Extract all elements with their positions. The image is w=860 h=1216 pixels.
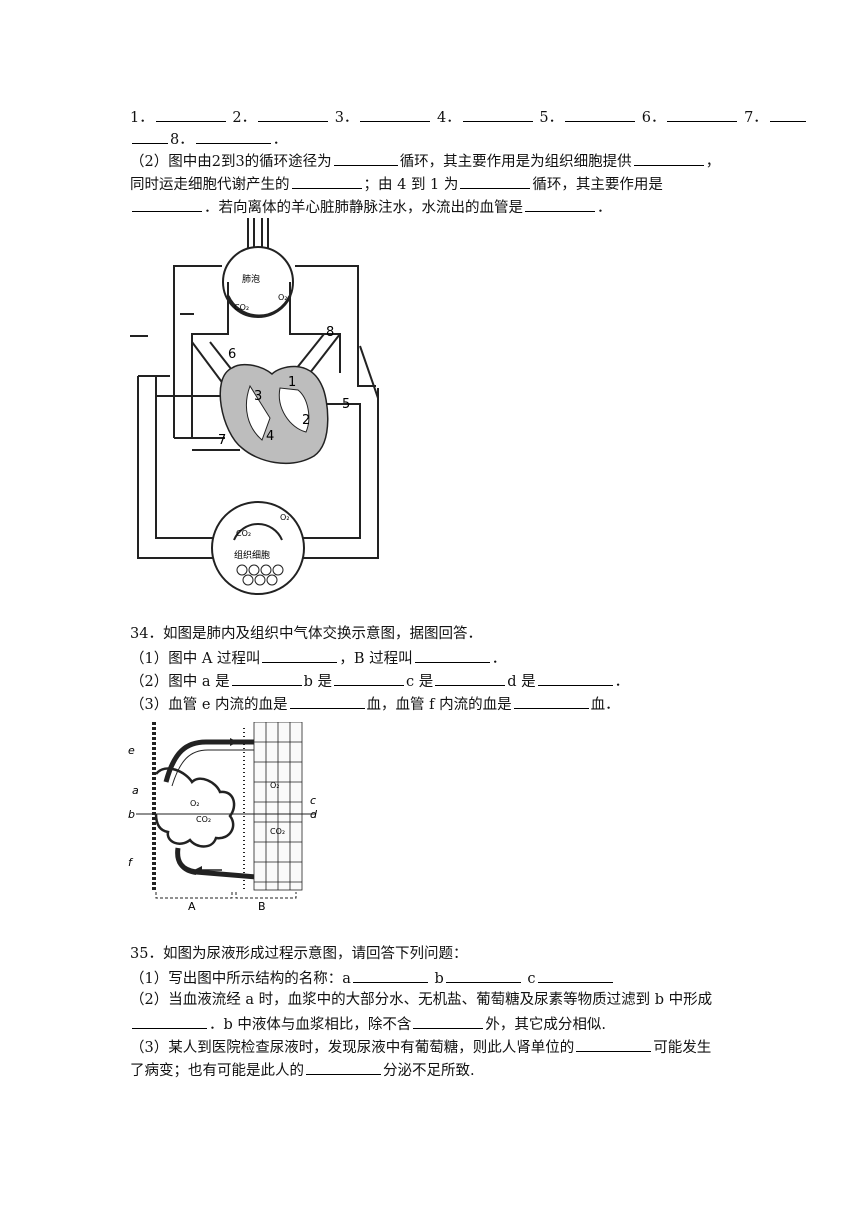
q35-part2-line1: （2）当血液流经 a 时，血浆中的大部分水、无机盐、葡萄糖及尿素等物质过滤到 b…: [130, 992, 713, 1008]
answer-blank[interactable]: [633, 150, 704, 166]
answer-blank[interactable]: [155, 106, 226, 122]
q33-part2-line3: ．若向离体的羊心脏肺静脉注水，水流出的血管是．: [130, 196, 612, 218]
answer-blank[interactable]: [132, 196, 202, 212]
structure-label: 4: [266, 429, 274, 444]
o2-label: O₂: [190, 799, 200, 808]
co2-label: CO₂: [270, 827, 285, 836]
answer-blank[interactable]: [258, 106, 329, 122]
q34-part3: （3）血管 e 内流的血是血，血管 f 内流的血是血．: [130, 693, 620, 715]
answer-blank[interactable]: [414, 647, 490, 663]
process-label: B: [258, 900, 266, 912]
vessel-label: f: [128, 856, 134, 869]
q35-part3-line1: （3）某人到医院检查尿液时，发现尿液中有葡萄糖，则此人肾单位的可能发生: [130, 1036, 711, 1058]
answer-blank[interactable]: [445, 967, 521, 983]
answer-blank[interactable]: [576, 1036, 652, 1052]
q35-part1: （1）写出图中所示结构的名称：a b c: [130, 967, 615, 989]
item-label: 5．: [539, 110, 564, 126]
structure-label: 7: [218, 433, 226, 448]
answer-blank[interactable]: [462, 106, 533, 122]
structure-label: 3: [254, 389, 262, 404]
circulation-diagram: 肺泡 CO₂ O₂ CO₂ O₂ 组织细胞 1 2 3 4 5 6 7 8: [130, 218, 379, 595]
o2-label: O₂: [278, 293, 288, 302]
item-label: 1．: [130, 110, 154, 126]
q35-title: 35．如图为尿液形成过程示意图，请回答下列问题：: [130, 946, 468, 962]
q33-part2-line1: （2）图中由2到3的循环途径为循环，其主要作用是为组织细胞提供，: [130, 150, 720, 172]
answer-blank[interactable]: [460, 173, 531, 189]
answer-blank[interactable]: [413, 1013, 484, 1029]
answer-blank[interactable]: [537, 967, 613, 983]
q34-part1: （1）图中 A 过程叫，B 过程叫．: [130, 647, 506, 669]
answer-blank[interactable]: [132, 128, 168, 144]
q34-title: 34．如图是肺内及组织中气体交换示意图，据图回答．: [130, 626, 482, 642]
co2-label: CO₂: [234, 303, 249, 312]
item-label: 6．: [641, 110, 666, 126]
structure-label: 2: [302, 413, 310, 428]
tissue-label: 组织细胞: [234, 549, 270, 561]
process-label: A: [188, 900, 196, 912]
structure-label: 6: [228, 347, 236, 362]
answer-blank[interactable]: [537, 670, 613, 686]
answer-blank[interactable]: [291, 173, 362, 189]
answer-blank[interactable]: [667, 106, 738, 122]
alveolus-label: 肺泡: [242, 273, 260, 285]
answer-blank[interactable]: [435, 670, 506, 686]
structure-label: 8: [326, 325, 334, 340]
co2-label: CO₂: [236, 529, 251, 538]
item-label: 4．: [437, 110, 461, 126]
answer-blank[interactable]: [334, 670, 404, 686]
vessel-label: e: [128, 744, 135, 757]
answer-line-2: 8． ．: [130, 128, 287, 150]
co2-label: CO₂: [196, 815, 211, 824]
structure-label: 5: [342, 397, 350, 412]
answer-blank[interactable]: [289, 693, 365, 709]
answer-blank[interactable]: [769, 106, 806, 122]
structure-label: b: [128, 808, 135, 821]
structure-label: a: [132, 784, 139, 797]
item-label: 3．: [334, 110, 359, 126]
answer-blank[interactable]: [132, 1013, 207, 1029]
answer-line-1: 1． 2． 3． 4． 5． 6． 7．: [130, 106, 808, 128]
structure-label: 1: [288, 375, 296, 390]
answer-blank[interactable]: [306, 1059, 381, 1075]
gas-exchange-diagram: e a b f c d O₂ CO₂ O₂ CO₂ A B: [128, 722, 318, 912]
q33-part2-line2: 同时运走细胞代谢产生的；由 4 到 1 为循环，其主要作用是: [130, 173, 663, 195]
answer-blank[interactable]: [360, 106, 431, 122]
answer-blank[interactable]: [352, 967, 428, 983]
answer-blank[interactable]: [262, 647, 338, 663]
q35-part3-line2: 了病变；也有可能是此人的分泌不足所致.: [130, 1059, 475, 1081]
item-label: 7．: [744, 110, 768, 126]
item-label: 2．: [232, 110, 257, 126]
answer-blank[interactable]: [525, 196, 595, 212]
answer-blank[interactable]: [195, 128, 271, 144]
o2-label: O₂: [280, 513, 290, 522]
item-label: ．: [272, 132, 288, 148]
q35-part2-line2: ．b 中液体与血浆相比，除不含外，其它成分相似.: [130, 1013, 606, 1035]
structure-label: d: [310, 808, 318, 821]
answer-blank[interactable]: [333, 150, 398, 166]
answer-blank[interactable]: [231, 670, 302, 686]
item-label: 8．: [170, 132, 194, 148]
answer-blank[interactable]: [513, 693, 589, 709]
o2-label: O₂: [270, 781, 280, 790]
structure-label: c: [310, 794, 316, 807]
answer-blank[interactable]: [565, 106, 636, 122]
